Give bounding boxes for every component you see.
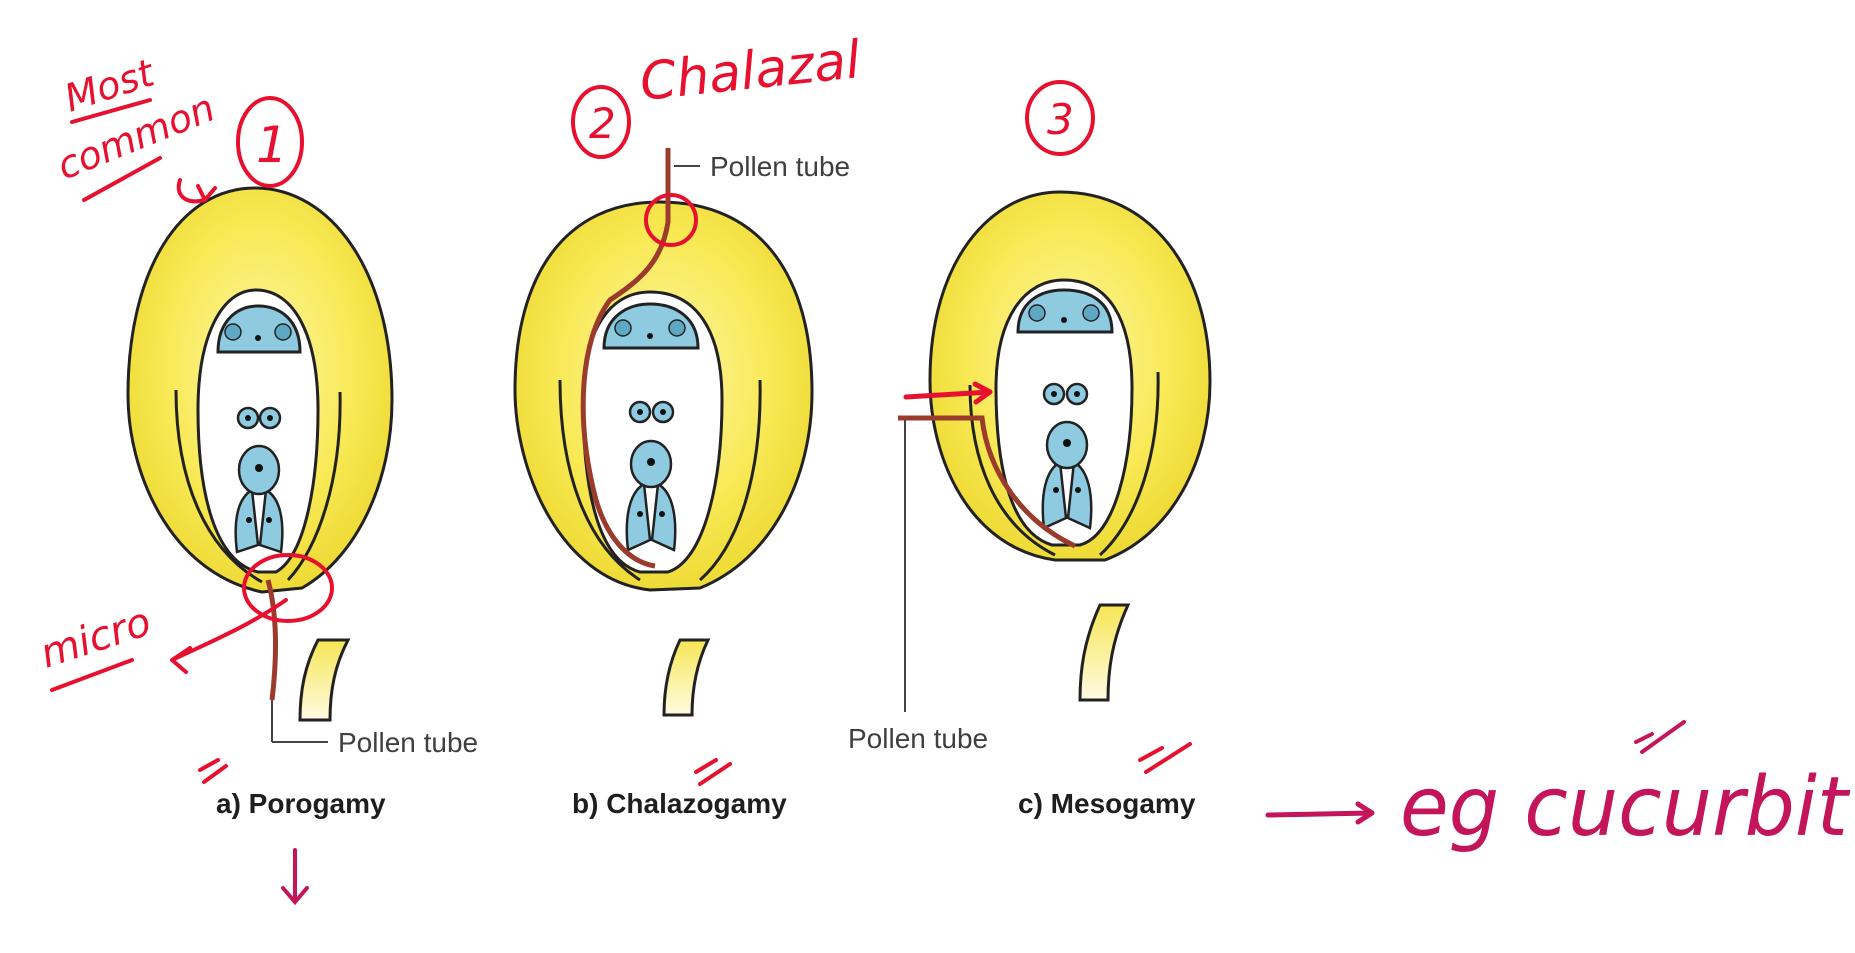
annotation-number-3: 3 — [1047, 95, 1074, 144]
mesogamy-ovule — [898, 192, 1210, 700]
annotation-micro: micro — [35, 599, 157, 678]
chalazogamy-caption: b) Chalazogamy — [572, 788, 787, 819]
mesogamy-caption: c) Mesogamy — [1018, 788, 1196, 819]
chalazogamy-ovule — [515, 148, 812, 715]
annotation-number-2: 2 — [589, 99, 616, 148]
annotation-chalazal: Chalazal — [637, 30, 864, 113]
annotation-example: eg cucurbit — [1400, 760, 1851, 855]
porogamy-caption: a) Porogamy — [216, 788, 386, 819]
porogamy-ovule — [128, 188, 392, 720]
mesogamy-pollen-tube-label: Pollen tube — [848, 723, 988, 754]
annotation-number-1: 1 — [256, 116, 288, 174]
porogamy-pollen-tube-label: Pollen tube — [338, 727, 478, 758]
chalazogamy-pollen-tube-label: Pollen tube — [710, 151, 850, 182]
